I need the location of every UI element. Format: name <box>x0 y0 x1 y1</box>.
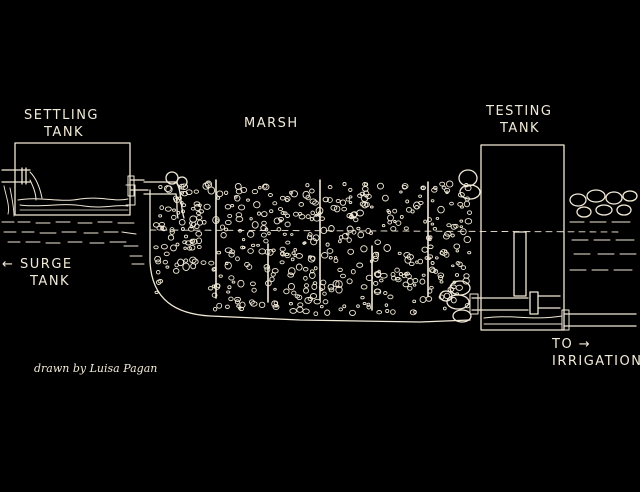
transfer-pipe <box>143 171 188 219</box>
irrigation-label-line1: TO → <box>552 337 592 352</box>
marsh-label: MARSH <box>244 116 299 131</box>
irrigation-label-line2: IRRIGATION <box>552 354 640 369</box>
surge-tank-label-line1: ← SURGE <box>2 257 73 272</box>
testing-tank-label-line1: TESTING <box>486 104 553 119</box>
marsh-stakes <box>215 179 429 311</box>
marsh-basin <box>149 189 621 323</box>
boundary-stones <box>439 169 481 323</box>
settling-tank <box>14 142 149 216</box>
inlet-pipe <box>1 167 43 217</box>
settling-tank-label-line1: SETTLING <box>24 108 99 123</box>
settling-tank-label-line2: TANK <box>44 125 85 140</box>
marsh-gravel <box>152 180 473 317</box>
testing-tank <box>469 144 637 331</box>
testing-tank-label-line2: TANK <box>500 121 541 136</box>
right-ground <box>569 189 638 271</box>
left-ground-hatching <box>1 221 145 265</box>
surge-tank-label-line2: TANK <box>30 274 71 289</box>
artist-signature: drawn by Luisa Pagan <box>34 362 158 375</box>
